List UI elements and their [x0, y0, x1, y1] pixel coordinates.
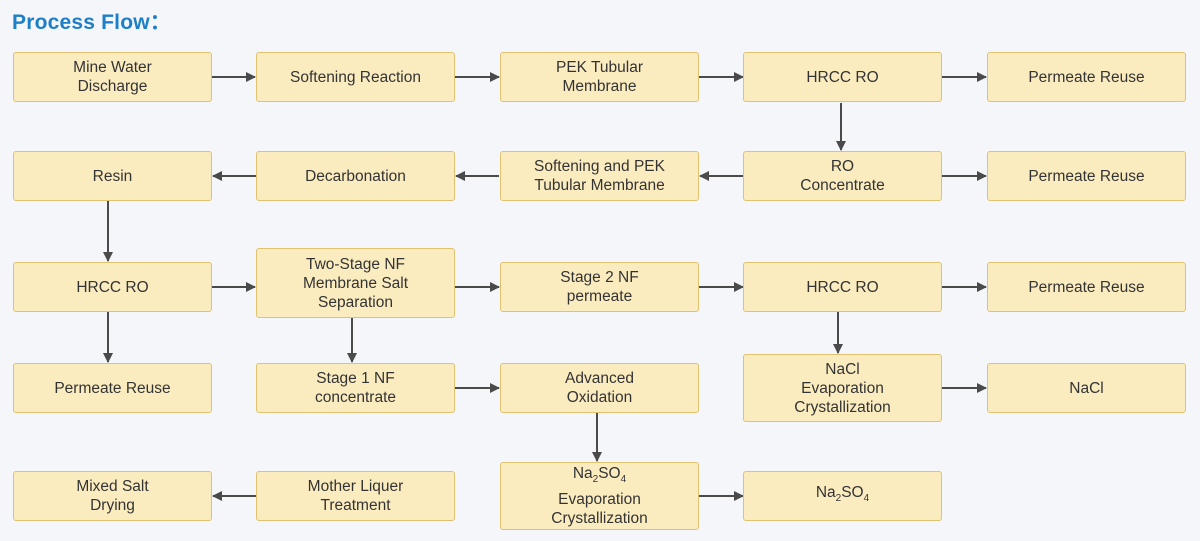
node-label: NaCl	[1069, 379, 1104, 397]
node-label: Permeate Reuse	[1028, 68, 1145, 86]
node-label: Softening Reaction	[290, 68, 421, 86]
node-label: Two-Stage NF Membrane Salt Separation	[302, 255, 409, 311]
node-ro-concentrate: RO Concentrate	[743, 151, 942, 201]
formula-na2so4: Na2SO4	[815, 484, 870, 505]
node-permeate-reuse-2: Permeate Reuse	[987, 151, 1186, 201]
node-advanced-oxidation: Advanced Oxidation	[500, 363, 699, 413]
node-label: Permeate Reuse	[1028, 167, 1145, 185]
node-label: HRCC RO	[806, 68, 879, 86]
node-label: Stage 2 NF permeate	[560, 269, 639, 305]
node-label: NaCl Evaporation Crystallization	[794, 360, 891, 416]
node-stage-2-nf-permeate: Stage 2 NF permeate	[500, 262, 699, 312]
node-softening-and-pek-tubular-membrane: Softening and PEK Tubular Membrane	[500, 151, 699, 201]
node-hrcc-ro-2: HRCC RO	[13, 262, 212, 312]
node-na2so4: Na2SO4	[743, 471, 942, 521]
node-label: Decarbonation	[305, 167, 406, 185]
node-nacl: NaCl	[987, 363, 1186, 413]
node-nacl-evaporation-crystallization: NaCl Evaporation Crystallization	[743, 354, 942, 422]
node-label: Mixed Salt Drying	[76, 478, 149, 514]
node-label: Advanced Oxidation	[565, 370, 634, 406]
node-permeate-reuse-1: Permeate Reuse	[987, 52, 1186, 102]
node-permeate-reuse-3: Permeate Reuse	[987, 262, 1186, 312]
node-label: Permeate Reuse	[1028, 278, 1145, 296]
node-label: PEK Tubular Membrane	[555, 59, 644, 95]
page-title: Process Flow：	[12, 11, 171, 34]
node-hrcc-ro-3: HRCC RO	[743, 262, 942, 312]
node-label: Resin	[92, 167, 133, 185]
node-softening-reaction: Softening Reaction	[256, 52, 455, 102]
node-label: Permeate Reuse	[54, 379, 171, 397]
node-label: HRCC RO	[76, 278, 149, 296]
node-label: HRCC RO	[806, 278, 879, 296]
node-pek-tubular-membrane: PEK Tubular Membrane	[500, 52, 699, 102]
node-mine-water-discharge: Mine Water Discharge	[13, 52, 212, 102]
node-mother-liquer-treatment: Mother Liquer Treatment	[256, 471, 455, 521]
node-two-stage-nf: Two-Stage NF Membrane Salt Separation	[256, 248, 455, 318]
node-label: Mine Water Discharge	[73, 59, 152, 95]
node-label: RO Concentrate	[800, 158, 885, 194]
node-decarbonation: Decarbonation	[256, 151, 455, 201]
node-resin: Resin	[13, 151, 212, 201]
formula-na2so4: Na2SO4	[572, 465, 627, 486]
node-permeate-reuse-4: Permeate Reuse	[13, 363, 212, 413]
node-label: Mother Liquer Treatment	[307, 478, 404, 514]
node-label: Softening and PEK Tubular Membrane	[534, 158, 665, 194]
node-label: Evaporation Crystallization	[551, 490, 648, 527]
node-stage-1-nf-concentrate: Stage 1 NF concentrate	[256, 363, 455, 413]
node-na2so4-evaporation-crystallization: Na2SO4 Evaporation Crystallization	[500, 462, 699, 530]
node-label: Stage 1 NF concentrate	[315, 370, 396, 406]
node-hrcc-ro-1: HRCC RO	[743, 52, 942, 102]
node-mixed-salt-drying: Mixed Salt Drying	[13, 471, 212, 521]
